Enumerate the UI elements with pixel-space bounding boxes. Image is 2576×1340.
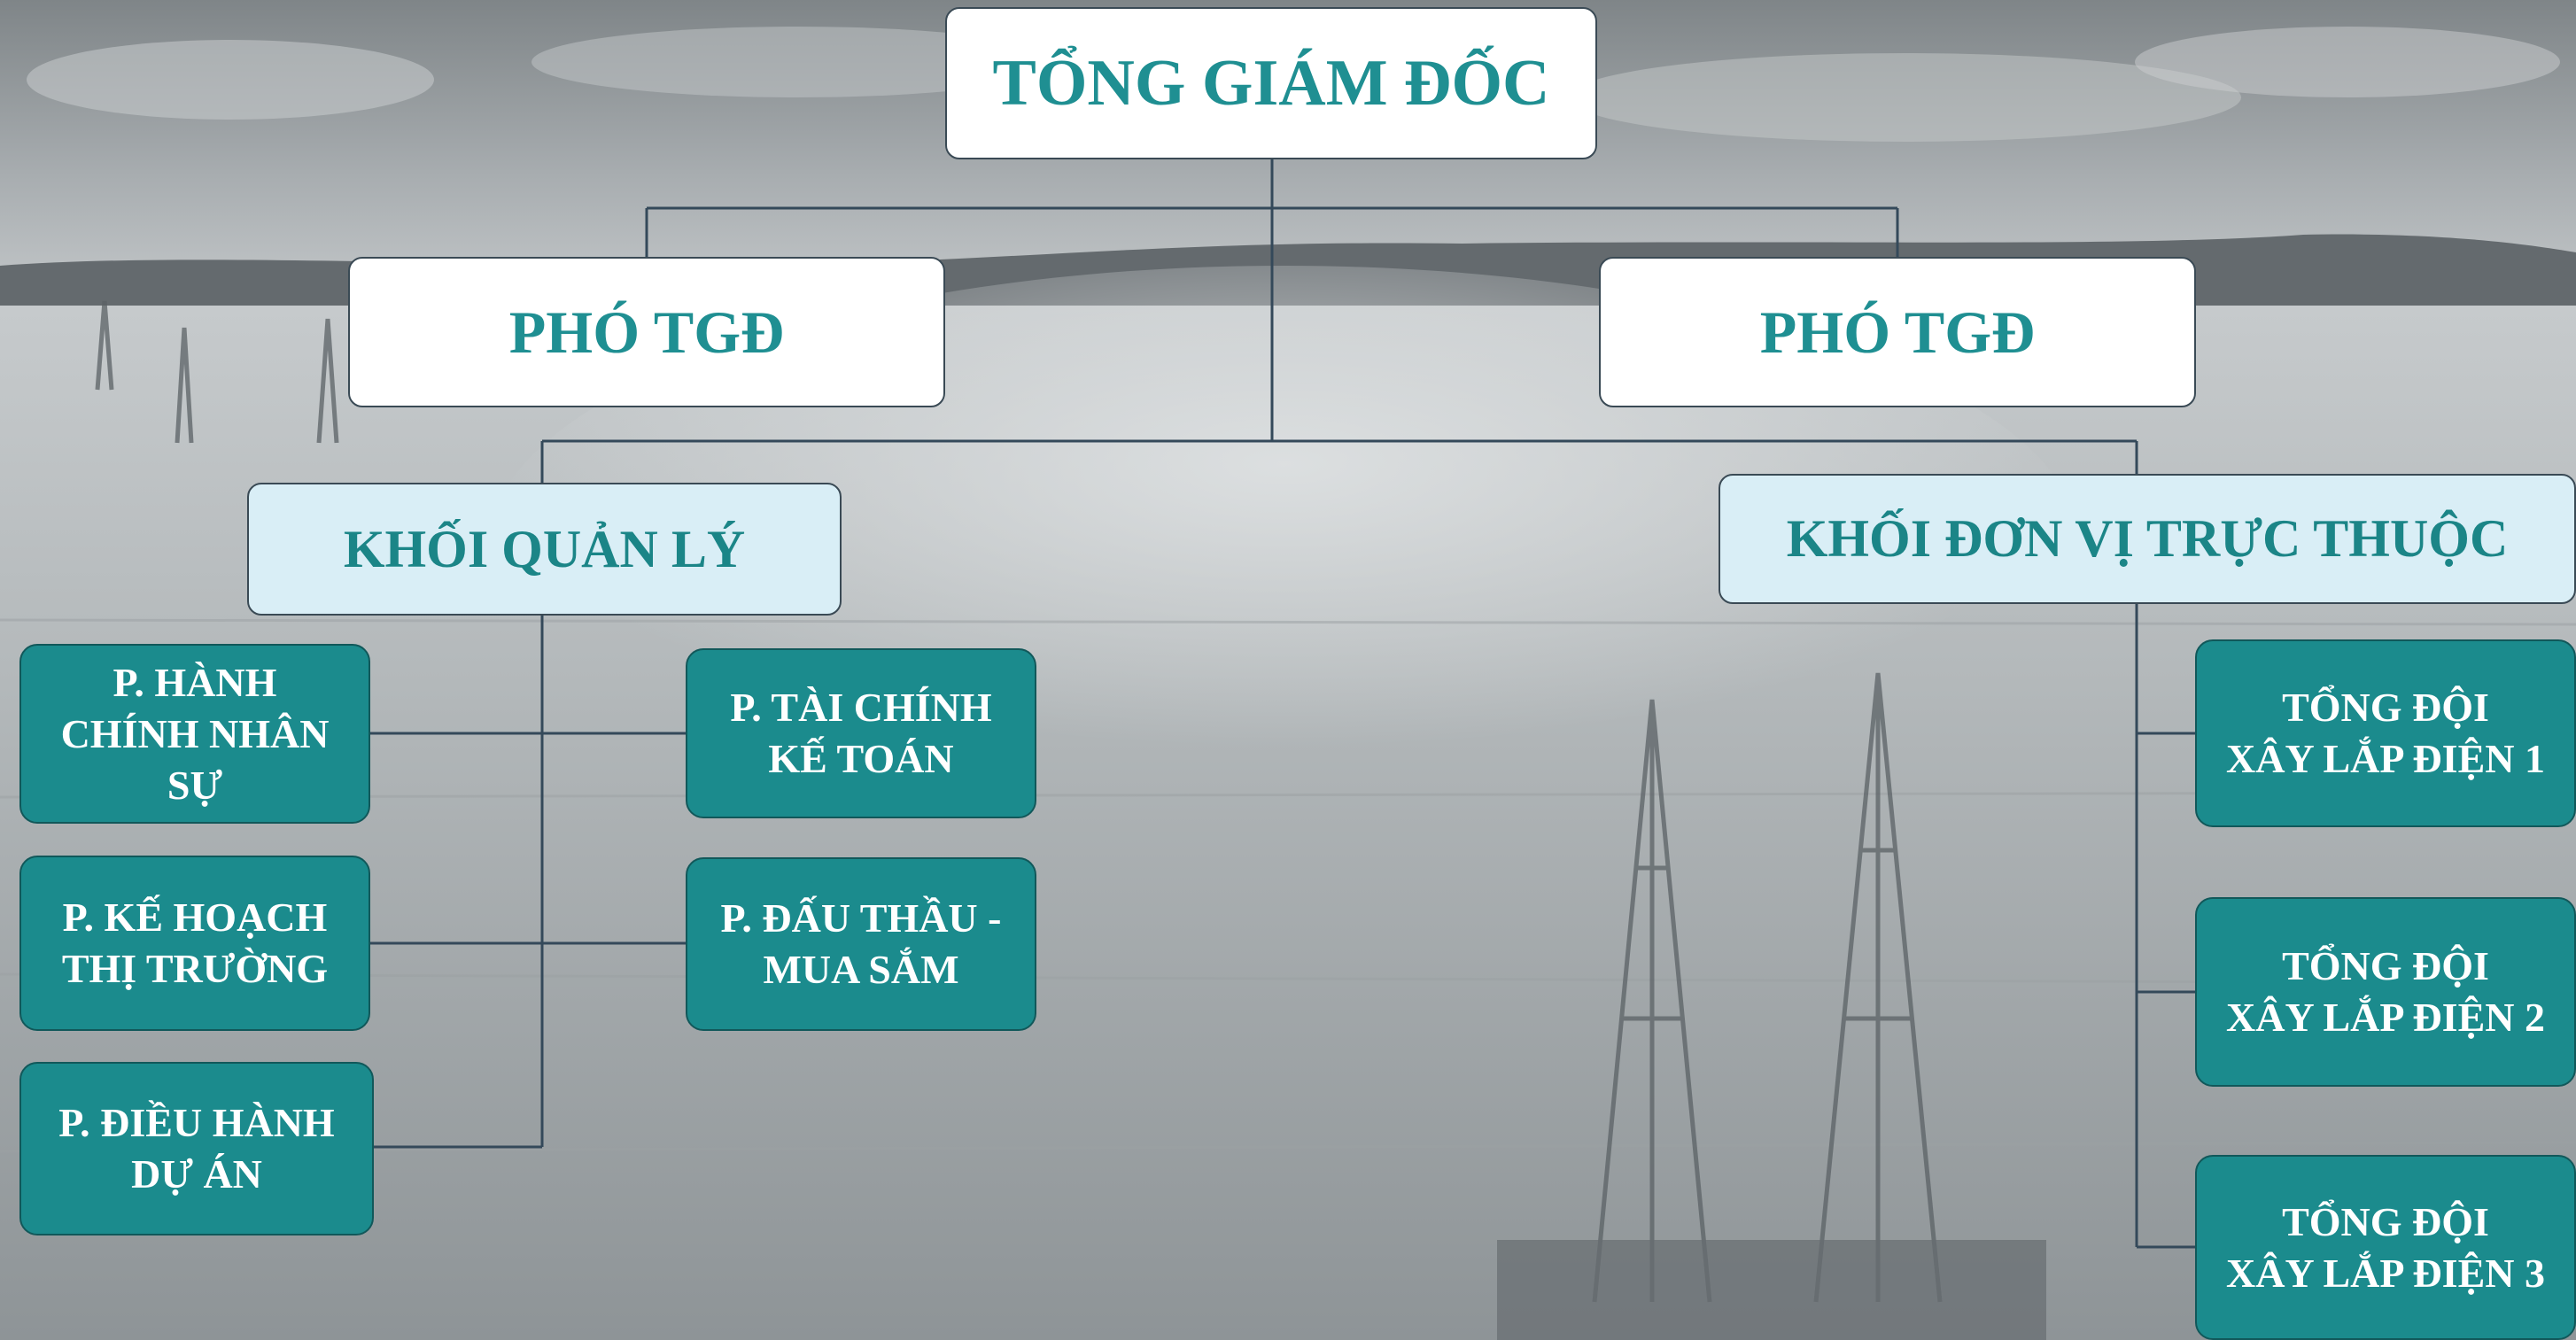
department-label-line: KẾ TOÁN <box>768 736 954 781</box>
department-label-line: DỰ ÁN <box>131 1151 262 1197</box>
management-block-label: KHỐI QUẢN LÝ <box>343 519 746 578</box>
unit-label-line: XÂY LẮP ĐIỆN 1 <box>2226 736 2545 781</box>
department-label-line: THỊ TRƯỜNG <box>61 946 329 991</box>
unit-box-team-1: TỔNG ĐỘI XÂY LẮP ĐIỆN 1 <box>2195 639 2576 827</box>
unit-label-line: XÂY LẮP ĐIỆN 3 <box>2226 1250 2545 1296</box>
department-label-line: CHÍNH NHÂN <box>60 710 330 756</box>
subsidiaries-block-box: KHỐI ĐƠN VỊ TRỰC THUỘC <box>1719 474 2576 604</box>
unit-label-line: TỔNG ĐỘI <box>2282 1198 2489 1244</box>
department-box-finance-accounting: P. TÀI CHÍNH KẾ TOÁN <box>686 648 1036 818</box>
department-label-line: SỰ <box>167 762 223 808</box>
ceo-label: TỔNG GIÁM ĐỐC <box>992 46 1550 120</box>
deputy-ceo-box-right: PHÓ TGĐ <box>1599 257 2196 407</box>
unit-box-team-2: TỔNG ĐỘI XÂY LẮP ĐIỆN 2 <box>2195 897 2576 1087</box>
unit-label-line: TỔNG ĐỘI <box>2282 685 2489 730</box>
department-label-line: MUA SẮM <box>763 947 959 992</box>
deputy-ceo-label: PHÓ TGĐ <box>508 298 785 366</box>
department-label-line: P. HÀNH <box>113 659 277 705</box>
ceo-box: TỔNG GIÁM ĐỐC <box>945 7 1597 159</box>
subsidiaries-block-label: KHỐI ĐƠN VỊ TRỰC THUỘC <box>1786 509 2509 568</box>
department-label-line: P. TÀI CHÍNH <box>730 685 992 730</box>
department-box-project-management: P. ĐIỀU HÀNH DỰ ÁN <box>19 1062 374 1235</box>
department-box-admin-hr: P. HÀNH CHÍNH NHÂN SỰ <box>19 644 370 824</box>
management-block-box: KHỐI QUẢN LÝ <box>247 483 842 616</box>
department-label-line: P. KẾ HOẠCH <box>62 895 328 940</box>
department-label-line: P. ĐẤU THẦU - <box>720 895 1002 941</box>
deputy-ceo-box-left: PHÓ TGĐ <box>348 257 945 407</box>
department-label-line: P. ĐIỀU HÀNH <box>58 1100 335 1145</box>
department-box-planning-market: P. KẾ HOẠCH THỊ TRƯỜNG <box>19 856 370 1031</box>
deputy-ceo-label: PHÓ TGĐ <box>1759 298 2036 366</box>
unit-label-line: XÂY LẮP ĐIỆN 2 <box>2226 995 2545 1040</box>
department-box-bidding-procurement: P. ĐẤU THẦU - MUA SẮM <box>686 857 1036 1031</box>
unit-label-line: TỔNG ĐỘI <box>2282 943 2489 988</box>
unit-box-team-3: TỔNG ĐỘI XÂY LẮP ĐIỆN 3 <box>2195 1155 2576 1340</box>
